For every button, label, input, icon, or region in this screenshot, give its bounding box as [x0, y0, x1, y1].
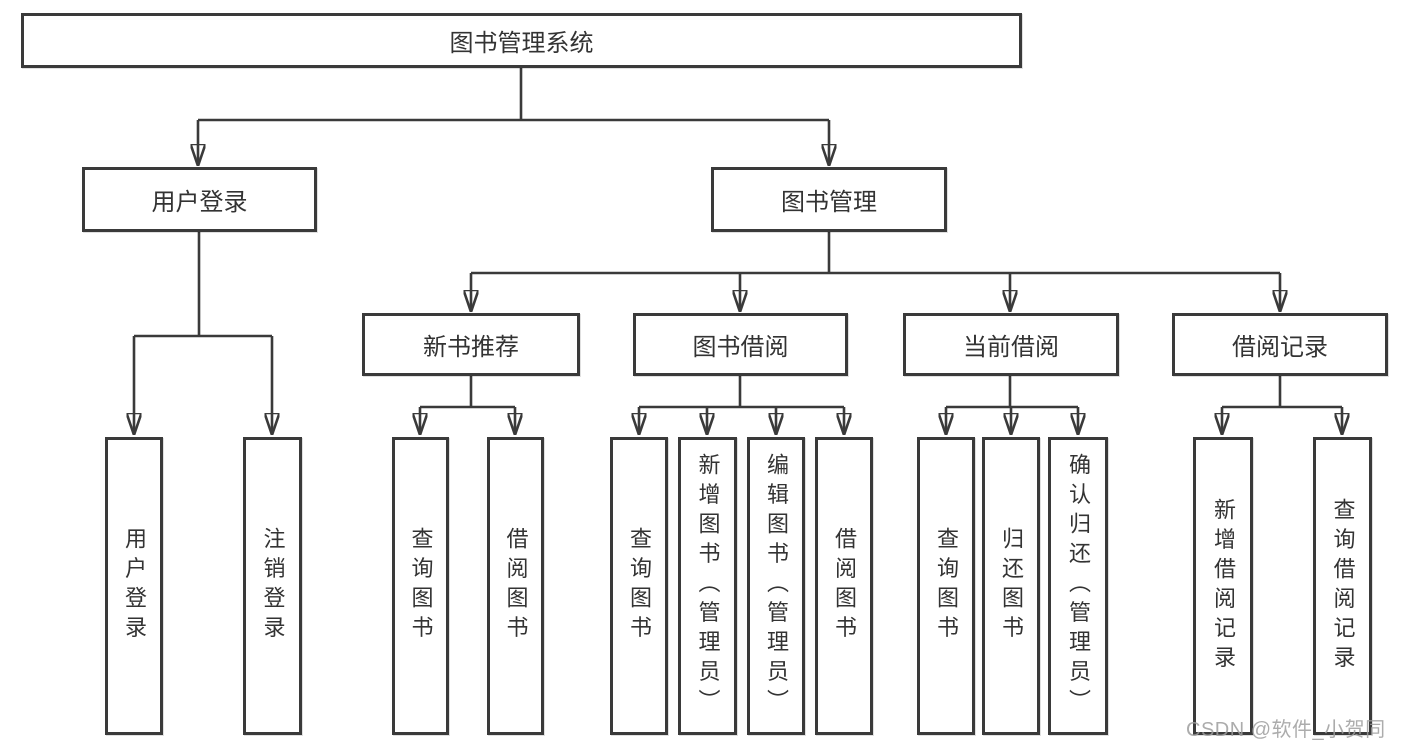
leaf-query-books-recommend: 查询图书	[392, 437, 449, 735]
leaf-query-borrow-record: 查询借阅记录	[1313, 437, 1372, 735]
leaf-logout: 注销登录	[243, 437, 302, 735]
leaf-borrow-books: 借阅图书	[815, 437, 873, 735]
leaf-borrow-books-recommend: 借阅图书	[487, 437, 544, 735]
leaf-query-books-borrow: 查询图书	[610, 437, 668, 735]
node-borrow-records: 借阅记录	[1172, 313, 1388, 376]
node-root-system: 图书管理系统	[21, 13, 1022, 68]
leaf-add-borrow-record: 新增借阅记录	[1193, 437, 1253, 735]
node-current-borrow: 当前借阅	[903, 313, 1119, 376]
leaf-add-book-admin: 新增图书（管理员）	[678, 437, 737, 735]
leaf-user-login: 用户登录	[105, 437, 163, 735]
leaf-confirm-return-admin: 确认归还（管理员）	[1048, 437, 1108, 735]
watermark: CSDN @软件_小贺同学	[1186, 719, 1386, 741]
leaf-edit-book-admin: 编辑图书（管理员）	[747, 437, 805, 735]
leaf-return-book: 归还图书	[982, 437, 1040, 735]
node-new-book-recommend: 新书推荐	[362, 313, 580, 376]
node-book-borrow: 图书借阅	[633, 313, 848, 376]
leaf-query-books-current: 查询图书	[917, 437, 975, 735]
node-book-management: 图书管理	[711, 167, 947, 232]
node-user-login: 用户登录	[82, 167, 317, 232]
